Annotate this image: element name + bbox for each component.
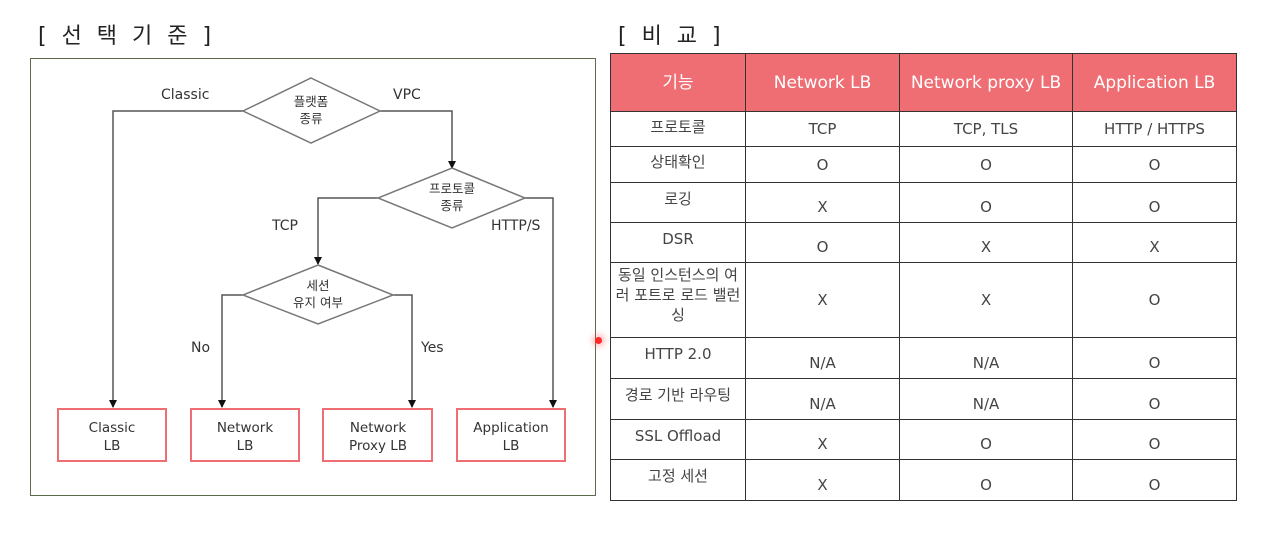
- value-cell: X: [899, 222, 1073, 263]
- flowchart-frame: [30, 58, 596, 496]
- selection-criteria-title: [ 선 택 기 준 ]: [38, 24, 216, 49]
- value-cell: O: [899, 419, 1073, 460]
- feature-cell: 프로토콜: [610, 111, 746, 147]
- value-cell: O: [1072, 459, 1237, 501]
- header-application-lb: Application LB: [1072, 53, 1237, 112]
- value-cell: O: [1072, 337, 1237, 379]
- feature-cell: DSR: [610, 222, 746, 263]
- value-cell: O: [899, 182, 1073, 223]
- table-row: 로깅 X O O: [610, 182, 1237, 223]
- comparison-title: [ 비 교 ]: [618, 24, 725, 49]
- header-network-proxy-lb: Network proxy LB: [899, 53, 1073, 112]
- table-header-row: 기능 Network LB Network proxy LB Applicati…: [610, 53, 1237, 112]
- value-cell: X: [745, 459, 900, 501]
- feature-cell: 경로 기반 라우팅: [610, 378, 746, 420]
- value-cell: N/A: [899, 337, 1073, 379]
- table-row: HTTP 2.0 N/A N/A O: [610, 337, 1237, 379]
- feature-cell: SSL Offload: [610, 419, 746, 460]
- value-cell: HTTP / HTTPS: [1072, 111, 1237, 147]
- value-cell: O: [899, 146, 1073, 183]
- header-network-lb: Network LB: [745, 53, 900, 112]
- value-cell: O: [1072, 419, 1237, 460]
- comparison-table: 기능 Network LB Network proxy LB Applicati…: [610, 53, 1237, 501]
- header-feature: 기능: [610, 53, 746, 112]
- value-cell: X: [745, 262, 900, 338]
- value-cell: TCP: [745, 111, 900, 147]
- value-cell: N/A: [745, 337, 900, 379]
- table-row: SSL Offload X O O: [610, 419, 1237, 460]
- value-cell: O: [899, 459, 1073, 501]
- table-row: 상태확인 O O O: [610, 146, 1237, 183]
- table-row: 경로 기반 라우팅 N/A N/A O: [610, 378, 1237, 420]
- value-cell: X: [899, 262, 1073, 338]
- value-cell: O: [1072, 378, 1237, 420]
- feature-cell: HTTP 2.0: [610, 337, 746, 379]
- cursor-pointer-dot: [595, 337, 602, 344]
- value-cell: O: [745, 146, 900, 183]
- feature-cell: 동일 인스턴스의 여러 포트로 로드 밸런싱: [610, 262, 746, 338]
- value-cell: X: [745, 182, 900, 223]
- feature-cell: 로깅: [610, 182, 746, 223]
- value-cell: N/A: [899, 378, 1073, 420]
- value-cell: O: [1072, 262, 1237, 338]
- value-cell: O: [1072, 182, 1237, 223]
- value-cell: O: [1072, 146, 1237, 183]
- table-row: DSR O X X: [610, 222, 1237, 263]
- value-cell: X: [745, 419, 900, 460]
- table-row: 동일 인스턴스의 여러 포트로 로드 밸런싱 X X O: [610, 262, 1237, 338]
- feature-cell: 상태확인: [610, 146, 746, 183]
- value-cell: TCP, TLS: [899, 111, 1073, 147]
- table-row: 프로토콜 TCP TCP, TLS HTTP / HTTPS: [610, 111, 1237, 147]
- value-cell: O: [745, 222, 900, 263]
- value-cell: N/A: [745, 378, 900, 420]
- table-row: 고정 세션 X O O: [610, 459, 1237, 501]
- feature-cell: 고정 세션: [610, 459, 746, 501]
- value-cell: X: [1072, 222, 1237, 263]
